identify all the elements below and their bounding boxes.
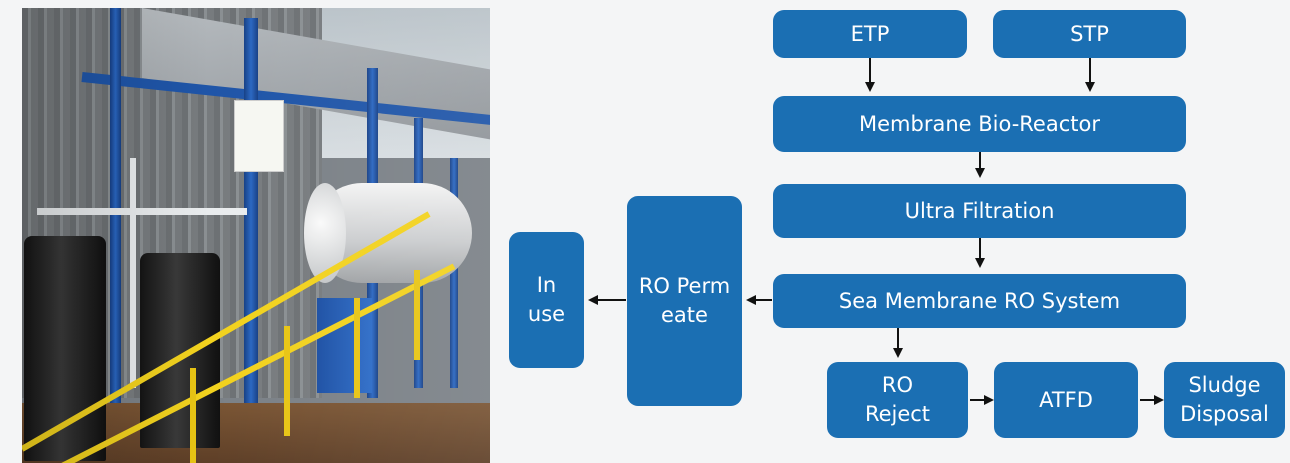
node-label: RO Reject — [864, 373, 931, 426]
node-ro-permeate: RO Perm eate — [627, 196, 742, 406]
photo-rail-post — [354, 298, 360, 398]
photo-shading — [22, 8, 490, 463]
node-sea-membrane-ro-system: Sea Membrane RO System — [773, 274, 1186, 328]
photo-rail-post — [414, 270, 420, 360]
node-ro-reject: RO Reject — [827, 362, 968, 438]
node-label: Sea Membrane RO System — [838, 288, 1121, 313]
node-label: STP — [1070, 21, 1109, 46]
node-sludge-disposal: Sludge Disposal — [1164, 362, 1285, 438]
node-label: Membrane Bio-Reactor — [859, 111, 1100, 136]
node-membrane-bio-reactor: Membrane Bio-Reactor — [773, 96, 1186, 152]
node-stp: STP — [993, 10, 1186, 58]
node-label: In use — [527, 273, 566, 326]
node-etp: ETP — [773, 10, 967, 58]
photo-pipe — [130, 158, 136, 388]
photo-signboard — [234, 100, 284, 172]
node-in-use: In use — [509, 232, 584, 368]
node-ultra-filtration: Ultra Filtration — [773, 184, 1186, 238]
plant-photo — [22, 8, 490, 463]
photo-rail-post — [284, 326, 290, 436]
node-label: RO Perm eate — [638, 274, 731, 327]
node-label: ETP — [850, 21, 890, 46]
photo-rail-post — [190, 368, 196, 463]
node-label: Ultra Filtration — [904, 198, 1055, 223]
node-label: ATFD — [1039, 387, 1093, 412]
node-label: Sludge Disposal — [1180, 373, 1269, 426]
photo-pipe — [37, 208, 247, 215]
photo-steel-column — [450, 158, 458, 388]
node-atfd: ATFD — [994, 362, 1138, 438]
